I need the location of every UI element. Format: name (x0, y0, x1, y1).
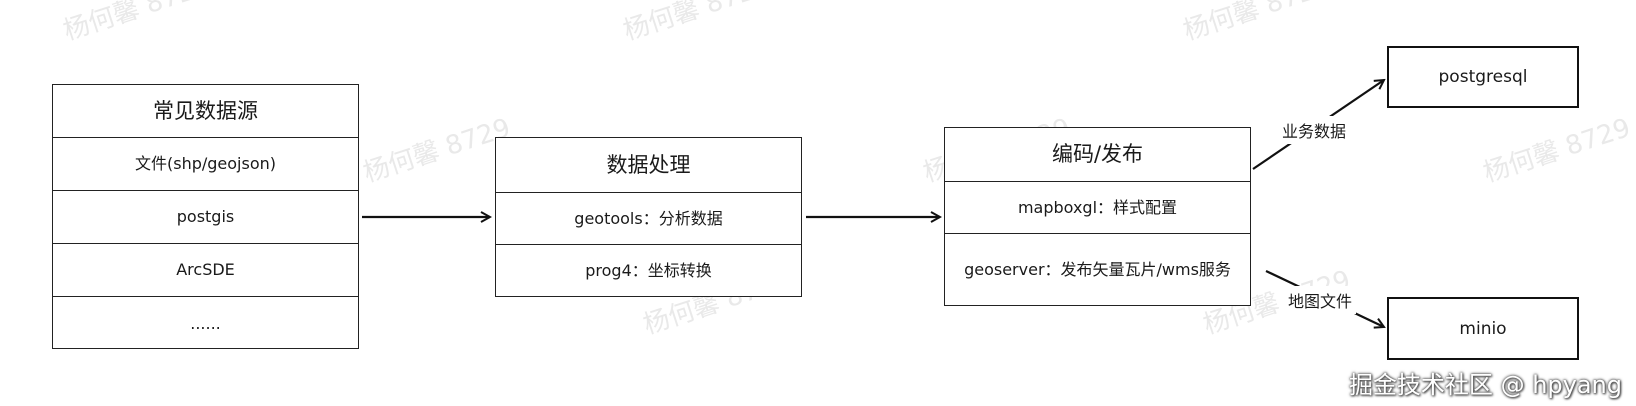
source-row: ...... (190, 313, 221, 333)
processing-table: 数据处理 geotools：分析数据 prog4：坐标转换 (495, 137, 802, 297)
postgresql-box: postgresql (1387, 46, 1579, 108)
edge-label-business-data: 业务数据 (1278, 116, 1351, 144)
source-row: 文件(shp/geojson) (53, 138, 358, 191)
processing-row: prog4：坐标转换 (585, 261, 712, 281)
processing-header: 数据处理 (496, 138, 801, 193)
publish-row: geoserver：发布矢量瓦片/wms服务 (964, 259, 1231, 279)
processing-row: geotools：分析数据 (496, 193, 801, 245)
footer-watermark: 掘金技术社区 @ hpyang (1348, 371, 1622, 399)
sources-table: 常见数据源 文件(shp/geojson) postgis ArcSDE ...… (52, 84, 359, 349)
source-row: postgis (53, 191, 358, 244)
minio-box: minio (1387, 297, 1579, 360)
publish-table: 编码/发布 mapboxgl：样式配置 geoserver：发布矢量瓦片/wms… (944, 127, 1251, 306)
sources-header: 常见数据源 (53, 85, 358, 138)
publish-row: mapboxgl：样式配置 (945, 182, 1250, 234)
source-row: ArcSDE (53, 244, 358, 297)
edge-label-map-files: 地图文件 (1284, 286, 1357, 314)
publish-header: 编码/发布 (945, 128, 1250, 182)
